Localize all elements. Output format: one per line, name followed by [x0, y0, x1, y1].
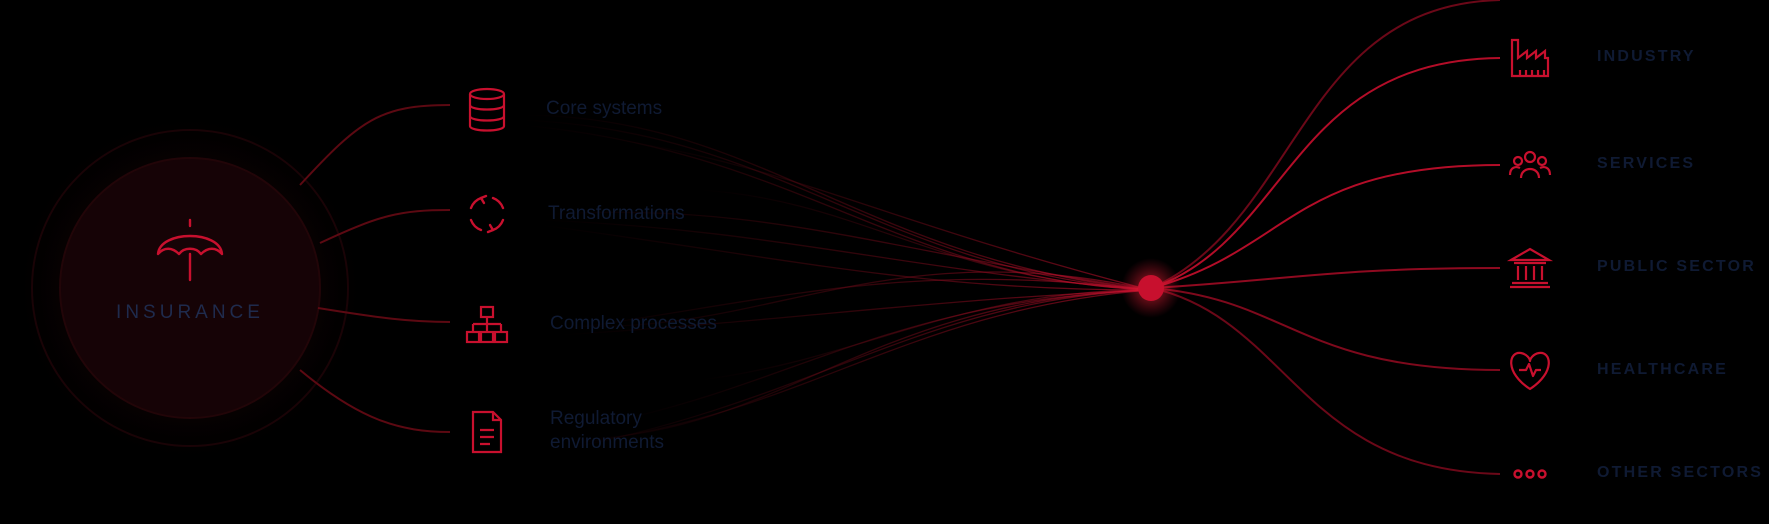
- connector-complex-processes: [317, 307, 451, 323]
- sector-label-services: SERVICES: [1597, 155, 1696, 172]
- flow-ribbons: [519, 114, 1151, 451]
- org-chart-icon: [465, 305, 509, 344]
- factory-icon: [1510, 38, 1550, 78]
- connector-core-systems: [299, 104, 451, 186]
- capability-label-core-systems: Core systems: [546, 98, 663, 119]
- hub-connectors: [299, 104, 451, 433]
- umbrella-icon: [156, 218, 224, 282]
- capability-label-transformations: Transformations: [548, 203, 685, 224]
- hub-label: INSURANCE: [116, 302, 264, 323]
- connector-industry: [1151, 57, 1501, 289]
- connector-other-sectors: [1151, 287, 1501, 475]
- sector-label-other-sectors: OTHER SECTORS: [1597, 464, 1764, 481]
- connector-healthcare: [1151, 287, 1501, 371]
- connector-services: [1151, 164, 1501, 289]
- connector-regulatory: [299, 369, 451, 433]
- central-node: [1138, 275, 1164, 301]
- hub-circle: [59, 157, 321, 419]
- connector-transformations: [319, 209, 451, 244]
- sector-connectors: [1151, 0, 1501, 475]
- sector-label-public-sector: PUBLIC SECTOR: [1597, 258, 1756, 275]
- sector-label-healthcare: HEALTHCARE: [1597, 361, 1729, 378]
- database-icon: [468, 87, 506, 132]
- sector-label-industry: INDUSTRY: [1597, 48, 1696, 65]
- connector-industry-extra: [1151, 0, 1501, 289]
- capability-label-regulatory-environments: Regulatory environments: [550, 408, 665, 453]
- connector-public-sector: [1151, 267, 1501, 289]
- heart-pulse-icon: [1510, 351, 1550, 391]
- people-icon: [1508, 150, 1552, 179]
- cycle-icon: [469, 194, 505, 234]
- government-building-icon: [1506, 247, 1554, 289]
- document-icon: [471, 410, 503, 454]
- capability-label-complex-processes: Complex processes: [550, 313, 717, 334]
- ellipsis-icon: [1513, 469, 1547, 479]
- hub-ring-outer: [31, 129, 349, 447]
